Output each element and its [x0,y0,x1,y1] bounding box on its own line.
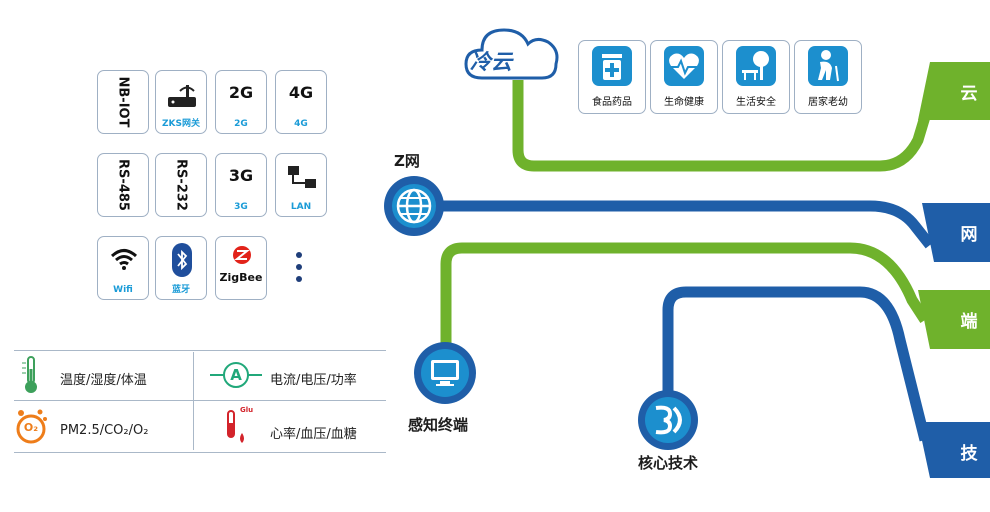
elderly-person-icon [808,46,848,86]
cloud-logo: 冷云 [470,50,512,74]
line-net [440,200,935,249]
lan-label: LAN [290,202,312,212]
line-terminal [440,242,930,345]
tab-terminal: 端 [960,311,978,332]
app-life-health: 生命健康 [650,40,718,114]
monitor-icon [414,342,476,404]
ribbon-cloud [918,62,990,120]
globe-icon [384,176,444,236]
4g-big: 4G [288,83,314,102]
3g-small: 3G [234,202,248,212]
lan-icon [288,166,316,188]
app-life-safety-label: 生活安全 [736,97,776,108]
nbiot-label: NB-IOT [115,76,131,128]
oxygen-symbol: O₂ [23,421,39,434]
medicine-bottle-icon [592,46,632,86]
table-border-bottom [14,452,386,453]
ribbon-net [922,203,990,262]
core-label: 核心技术 [638,454,699,472]
ammeter-icon [210,362,262,388]
tile-zigbee: ZigBee [215,236,267,300]
line-cloud [512,80,936,172]
oxygen-icon [16,409,47,444]
table-border-middle [14,400,386,401]
tile-3g: 3G 3G [215,153,267,217]
bluetooth-icon [172,243,192,277]
tab-net: 网 [960,224,978,245]
thermometer-icon [22,356,37,393]
ribbon-core [918,422,990,478]
wifi-icon [110,249,138,270]
tile-4g: 4G 4G [275,70,327,134]
2g-small: 2G [234,119,248,129]
sensor-power-label: 电流/电压/功率 [270,373,357,388]
glu-label: Glu [240,406,254,414]
ribbon-terminal [918,290,990,349]
blood-test-icon [227,410,244,443]
table-divider [193,352,194,450]
wifi-label: Wifi [113,285,133,295]
2g-big: 2G [228,83,254,102]
tile-wifi: Wifi [97,236,149,300]
tab-cloud: 云 [960,83,978,104]
zigbee-label: ZigBee [219,271,263,284]
app-food-drug: 食品药品 [578,40,646,114]
tile-bluetooth: 蓝牙 [155,236,207,300]
app-food-drug-label: 食品药品 [592,97,632,108]
tile-nbiot: NB-IOT [97,70,149,134]
rs485-label: RS-485 [115,159,131,211]
tile-2g: 2G 2G [215,70,267,134]
more-dots-icon [296,252,304,282]
tile-lan: LAN [275,153,327,217]
4g-small: 4G [294,119,308,129]
sensor-pm-label: PM2.5/CO₂/O₂ [60,423,149,438]
app-life-safety: 生活安全 [722,40,790,114]
tile-rs232: RS-232 [155,153,207,217]
line-core [662,286,931,442]
core-tech-icon [638,390,698,450]
heartbeat-icon [664,46,704,86]
tab-core: 技 [960,443,978,464]
app-elderly-child-label: 居家老幼 [808,97,848,108]
net-label: Z网 [394,152,420,170]
router-icon [168,85,196,107]
bluetooth-label: 蓝牙 [171,285,190,295]
rs232-label: RS-232 [173,159,189,211]
ammeter-symbol: A [230,366,242,384]
terminal-label: 感知终端 [408,416,469,434]
sensor-heart-label: 心率/血压/血糖 [270,427,357,442]
zks-label: ZKS网关 [162,119,200,129]
3g-big: 3G [228,166,254,185]
cloud-icon [464,28,559,80]
park-bench-icon [736,46,776,86]
app-elderly-child: 居家老幼 [794,40,862,114]
app-life-health-label: 生命健康 [664,97,704,108]
table-border-top [14,350,386,351]
zigbee-icon [233,246,251,264]
tile-zks-gateway: ZKS网关 [155,70,207,134]
tile-rs485: RS-485 [97,153,149,217]
sensor-temp-label: 温度/湿度/体温 [60,373,147,388]
